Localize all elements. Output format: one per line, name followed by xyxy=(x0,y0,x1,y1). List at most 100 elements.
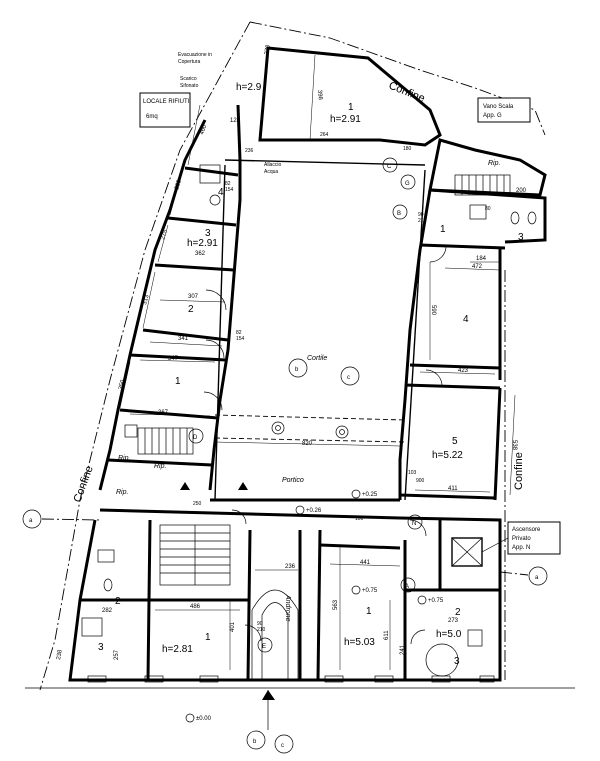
dim-200: 200 xyxy=(516,188,527,194)
confine-top-label: Confine xyxy=(387,80,427,105)
doors xyxy=(203,245,447,645)
dim-820: 820 xyxy=(302,441,313,447)
property-boundary xyxy=(25,21,575,691)
dim-100: 100 xyxy=(355,516,364,522)
boxed-labels: LOCALE RIFIUTI 6mq Vano Scala App. G Asc… xyxy=(139,92,561,555)
marker-b: B xyxy=(397,211,401,217)
dim-184: 184 xyxy=(476,256,487,262)
scarico-label-2: Sifonato xyxy=(180,83,199,89)
room-2-bottom-right: 2 xyxy=(455,607,461,618)
dim-486: 486 xyxy=(190,604,201,610)
dim-128: 128 xyxy=(230,118,241,124)
ascensore-label: Ascensore xyxy=(512,527,541,533)
section-c-top: c xyxy=(347,375,350,381)
androne-label: Androne xyxy=(284,594,291,622)
dim-238: 238 xyxy=(56,649,64,661)
evacuazione-label-2: Copertura xyxy=(178,59,200,65)
room-1-bottom-left: 1 xyxy=(205,632,211,643)
scarico-label: Scarico xyxy=(180,76,197,82)
rip-label-4: Rip. xyxy=(488,160,501,167)
rip-label-2: Rip. xyxy=(154,463,167,470)
dim-350: 350 xyxy=(118,379,127,391)
dim-103: 103 xyxy=(408,470,417,476)
dim-362: 362 xyxy=(195,251,206,257)
level-025: +0.25 xyxy=(362,492,378,498)
stair-steps-top-right xyxy=(461,175,505,195)
level-markers: +0.26 +0.25 +0.75 +0.75 ±0.00 xyxy=(185,489,444,723)
dim-236b: 236 xyxy=(245,148,254,154)
dim-563: 563 xyxy=(333,599,339,610)
dim-313: 313 xyxy=(142,294,151,306)
dimension-lines xyxy=(119,54,516,670)
room-4-top-left: 4 xyxy=(218,187,224,198)
dim-900: 900 xyxy=(416,478,425,484)
locale-rifiuti-box xyxy=(139,92,191,128)
courtyard xyxy=(214,159,426,501)
dim-210b: 210 xyxy=(257,627,266,633)
evacuazione-label: Evacuazione in xyxy=(178,52,212,58)
dim-441: 441 xyxy=(360,560,371,566)
room-2-bottom-left: 2 xyxy=(115,596,121,607)
dim-367: 367 xyxy=(158,410,169,416)
marker-d: D xyxy=(193,435,198,441)
area-labels: Cortile Portico Androne Rip. Rip. Rip. R… xyxy=(72,52,525,622)
allaccio-label-2: Acqua xyxy=(264,169,278,175)
dim-275: 275 xyxy=(160,229,169,241)
dim-611: 611 xyxy=(384,630,390,640)
allaccio-label: Allaccio xyxy=(264,162,281,168)
section-c-bottom: c xyxy=(281,743,284,749)
section-b-top: b xyxy=(295,367,299,373)
dim-82a: 82 xyxy=(225,181,231,187)
dim-80: 80 xyxy=(485,206,491,212)
dim-401: 401 xyxy=(230,621,236,632)
dim-210a: 210 xyxy=(418,218,427,224)
room-2-left: 2 xyxy=(188,304,194,315)
stair-steps-left xyxy=(144,428,188,454)
dim-180: 180 xyxy=(403,146,412,152)
dim-460: 460 xyxy=(199,124,208,136)
marker-e: E xyxy=(262,644,266,650)
dim-90a: 90 xyxy=(418,212,424,218)
room-3-bottom-right: 3 xyxy=(454,656,460,667)
vano-scala-app: App. G xyxy=(483,113,502,119)
dim-90b: 90 xyxy=(257,621,263,627)
marker-n: N xyxy=(412,521,416,527)
confine-left-label: Confine xyxy=(72,464,96,504)
dim-154b: 154 xyxy=(236,336,245,342)
level-026: +0.26 xyxy=(306,508,322,514)
dim-341: 341 xyxy=(178,336,189,342)
dim-472: 472 xyxy=(472,264,483,270)
dim-347: 347 xyxy=(168,356,179,362)
entrance-arrows xyxy=(180,482,248,490)
level-000: ±0.00 xyxy=(196,716,212,722)
confine-right-label: Confine xyxy=(513,452,525,490)
dim-257: 257 xyxy=(114,649,120,660)
dim-270: 270 xyxy=(264,44,272,56)
dim-154a: 154 xyxy=(225,187,234,193)
ascensore-privato: Privato xyxy=(512,536,531,542)
dim-538: 538 xyxy=(511,440,517,451)
marker-c: C xyxy=(387,164,392,170)
stair-steps-bottom xyxy=(160,525,230,585)
rip-label-1: Rip. xyxy=(118,455,131,462)
dim-241: 241 xyxy=(400,644,406,655)
androne-arch xyxy=(251,589,299,680)
vano-scala-box xyxy=(477,97,531,123)
room-1-left: 1 xyxy=(175,376,181,387)
dim-590: 590 xyxy=(430,305,436,316)
locale-rifiuti-area: 6mq xyxy=(146,114,158,120)
dim-236: 236 xyxy=(285,564,296,570)
room-1-top: 1 xyxy=(348,102,354,113)
dim-307: 307 xyxy=(188,294,199,300)
locale-rifiuti-label: LOCALE RIFIUTI xyxy=(143,99,190,105)
ascensore-box xyxy=(507,521,561,555)
level-075a: +0.75 xyxy=(362,588,378,594)
dimension-numbers: 398 270 460 235 275 313 350 307 341 347 … xyxy=(56,44,527,661)
room-3-left-height: h=2.91 xyxy=(187,238,218,249)
room-5-right-height: h=5.22 xyxy=(432,450,463,461)
room-1-right: 1 xyxy=(440,224,446,235)
room-small-top-height: h=2.9 xyxy=(236,82,262,93)
dim-423: 423 xyxy=(458,368,469,374)
room-1-top-height: h=2.91 xyxy=(330,114,361,125)
section-markers: b c a a b c xyxy=(22,358,548,754)
